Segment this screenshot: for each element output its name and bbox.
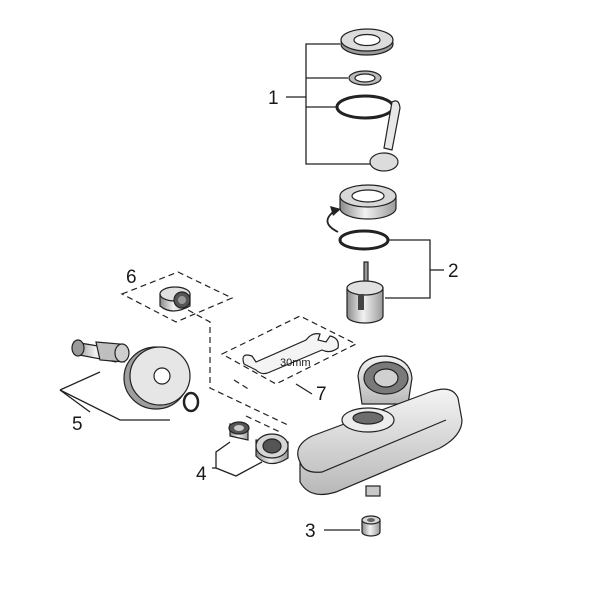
large-o-ring: [335, 94, 395, 120]
top-cap-ring: [340, 28, 394, 56]
adapter-sleeve: [159, 286, 191, 312]
part-group-6: 6: [120, 267, 291, 427]
cartridge-o-ring: [338, 229, 390, 251]
mixer-body: [297, 355, 463, 497]
retaining-nut: [339, 184, 397, 220]
callout-label-7: 7: [316, 384, 327, 405]
callout-label-4: 4: [196, 464, 207, 485]
callout-label-5: 5: [72, 414, 83, 435]
part-group-7: 30mm 7: [220, 315, 358, 405]
mixer-cartridge: [346, 261, 384, 324]
part-group-1: 1: [268, 28, 401, 172]
callout-label-2: 2: [448, 261, 459, 282]
union-nut: [255, 433, 289, 465]
part-group-2: 2: [338, 229, 459, 324]
aerator-insert: [361, 515, 381, 537]
callout-label-1: 1: [268, 88, 279, 109]
rotate-arrow-icon: [326, 206, 341, 233]
part-group-4: 4: [196, 415, 289, 485]
small-o-ring: [348, 70, 382, 86]
callout-label-6: 6: [126, 267, 137, 288]
flat-washer: [182, 391, 200, 413]
check-valve: [228, 421, 250, 441]
wrench-icon: 30mm: [242, 333, 339, 375]
s-union-connector: [71, 339, 130, 363]
part-group-5: 5: [59, 339, 200, 435]
wall-escutcheon: [123, 346, 191, 410]
lever-handle: [369, 100, 401, 172]
wrench-size-label: 30mm: [280, 357, 311, 369]
part-group-3: 3: [305, 515, 381, 542]
callout-label-3: 3: [305, 521, 316, 542]
